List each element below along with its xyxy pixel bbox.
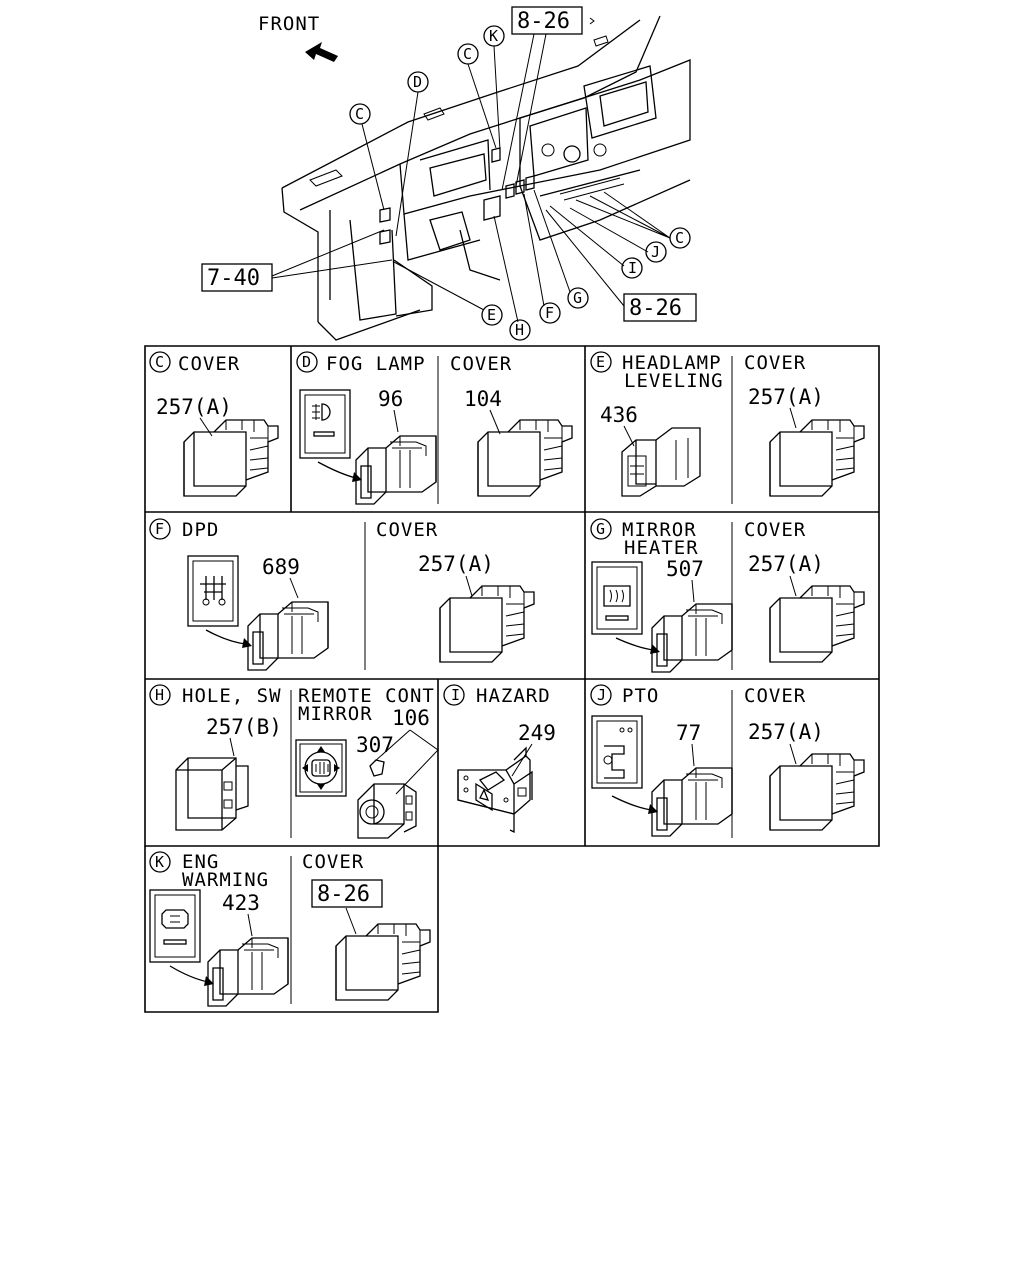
hole-sw-blank [175,757,249,831]
part-257b: 257(B) [206,715,282,739]
svg-text:I: I [628,259,637,277]
callout-h: H [509,319,531,341]
headlamp-leveling-switch [621,427,701,497]
callout-j: J [645,241,667,263]
cell-j-cover-title: COVER [744,685,806,707]
part-257a-g: 257(A) [748,552,824,576]
callout-c-right: C [669,227,691,249]
cell-k-eng-warming: K ENG WARMING 423 COVER 8-26 [149,851,431,1007]
front-label: FRONT [258,13,320,35]
cell-k-title: ENG [182,851,219,873]
cell-g-title2: HEATER [624,537,699,559]
cell-f-title: DPD [182,519,219,541]
cell-g-title: MIRROR [622,519,697,541]
cell-h-title: HOLE, SW [182,685,282,707]
callout-d: D [407,71,429,93]
mirror-heater-icon [591,561,643,635]
cell-e-cover-title: COVER [744,352,806,374]
callout-e: E [481,304,503,326]
ref-box-top: 8-26 [517,9,570,34]
svg-text:C: C [355,105,364,123]
part-106: 106 [392,706,430,730]
part-689: 689 [262,555,300,579]
callout-f: F [539,302,561,324]
svg-text:C: C [675,229,684,247]
cell-k-ref-box: 8-26 [317,882,370,907]
cell-i-hazard: I HAZARD 249 [443,684,556,834]
cell-c-cover: C COVER 257(A) [149,351,279,497]
front-arrow-icon [305,42,338,62]
callout-c-top: C [457,43,479,65]
svg-text:E: E [487,306,496,324]
engine-warming-icon [149,889,201,963]
cell-j-pto: J PTO 77 COVER 257(A) [590,684,865,837]
part-307: 307 [356,733,394,757]
callout-g: G [567,287,589,309]
svg-text:C: C [155,353,164,371]
svg-text:D: D [302,353,311,371]
svg-text:G: G [596,520,605,538]
remote-mirror-switch [357,759,417,839]
hazard-switch [457,746,533,834]
part-507: 507 [666,557,704,581]
callout-i: I [621,257,643,279]
svg-text:F: F [545,304,554,322]
cell-i-title: HAZARD [476,685,551,707]
cell-e-title: HEADLAMP [622,352,722,374]
cell-h-remote-title: REMOTE CONT [298,685,435,707]
part-257a: 257(A) [156,395,232,419]
svg-text:K: K [155,853,164,871]
cell-e-headlamp-leveling: E HEADLAMP LEVELING 436 COVER 257(A) [590,351,865,497]
svg-text:K: K [489,27,498,45]
pto-icon [591,715,643,789]
cell-f-cover-title: COVER [376,519,438,541]
svg-text:H: H [515,321,524,339]
part-436: 436 [600,403,638,427]
part-104: 104 [464,387,502,411]
part-257a-j: 257(A) [748,720,824,744]
ref-box-left: 7-40 [207,266,260,291]
callout-c-left: C [349,103,371,125]
cell-g-mirror-heater: G MIRROR HEATER 507 COVER 257(A) [590,518,865,673]
part-257a-f: 257(A) [418,552,494,576]
cell-d-fog-lamp: D FOG LAMP 96 COVER 104 [296,351,573,505]
ref-box-bottom: 8-26 [629,296,682,321]
part-77: 77 [676,721,701,745]
cell-d-title: FOG LAMP [326,353,426,375]
callout-k: K [483,25,505,47]
cell-h-remote-title2: MIRROR [298,703,373,725]
svg-text:E: E [596,353,605,371]
svg-text:I: I [451,686,460,704]
svg-text:J: J [597,686,606,704]
svg-text:H: H [155,686,164,704]
svg-text:F: F [155,520,164,538]
cell-e-title2: LEVELING [624,370,724,392]
part-96: 96 [378,387,403,411]
remote-mirror-icon [295,739,347,797]
fog-lamp-icon [299,389,351,459]
cell-c-title: COVER [178,353,240,375]
cell-f-dpd: F DPD 689 COVER 257(A) [149,518,535,671]
svg-text:G: G [573,289,582,307]
part-249: 249 [518,721,556,745]
svg-text:D: D [413,73,422,91]
svg-text:C: C [463,45,472,63]
part-257a-e: 257(A) [748,385,824,409]
dpd-icon [187,555,239,627]
cell-d-cover-title: COVER [450,353,512,375]
dashboard-illustration: FRONT [201,6,697,341]
cell-h-hole-sw: H HOLE, SW 257(B) REMOTE CONT MIRROR 106… [149,684,439,839]
svg-text:J: J [651,243,660,261]
part-423: 423 [222,891,260,915]
cell-g-cover-title: COVER [744,519,806,541]
cell-k-cover-title: COVER [302,851,364,873]
cell-j-title: PTO [622,685,659,707]
cell-k-title2: WARMING [182,869,269,891]
